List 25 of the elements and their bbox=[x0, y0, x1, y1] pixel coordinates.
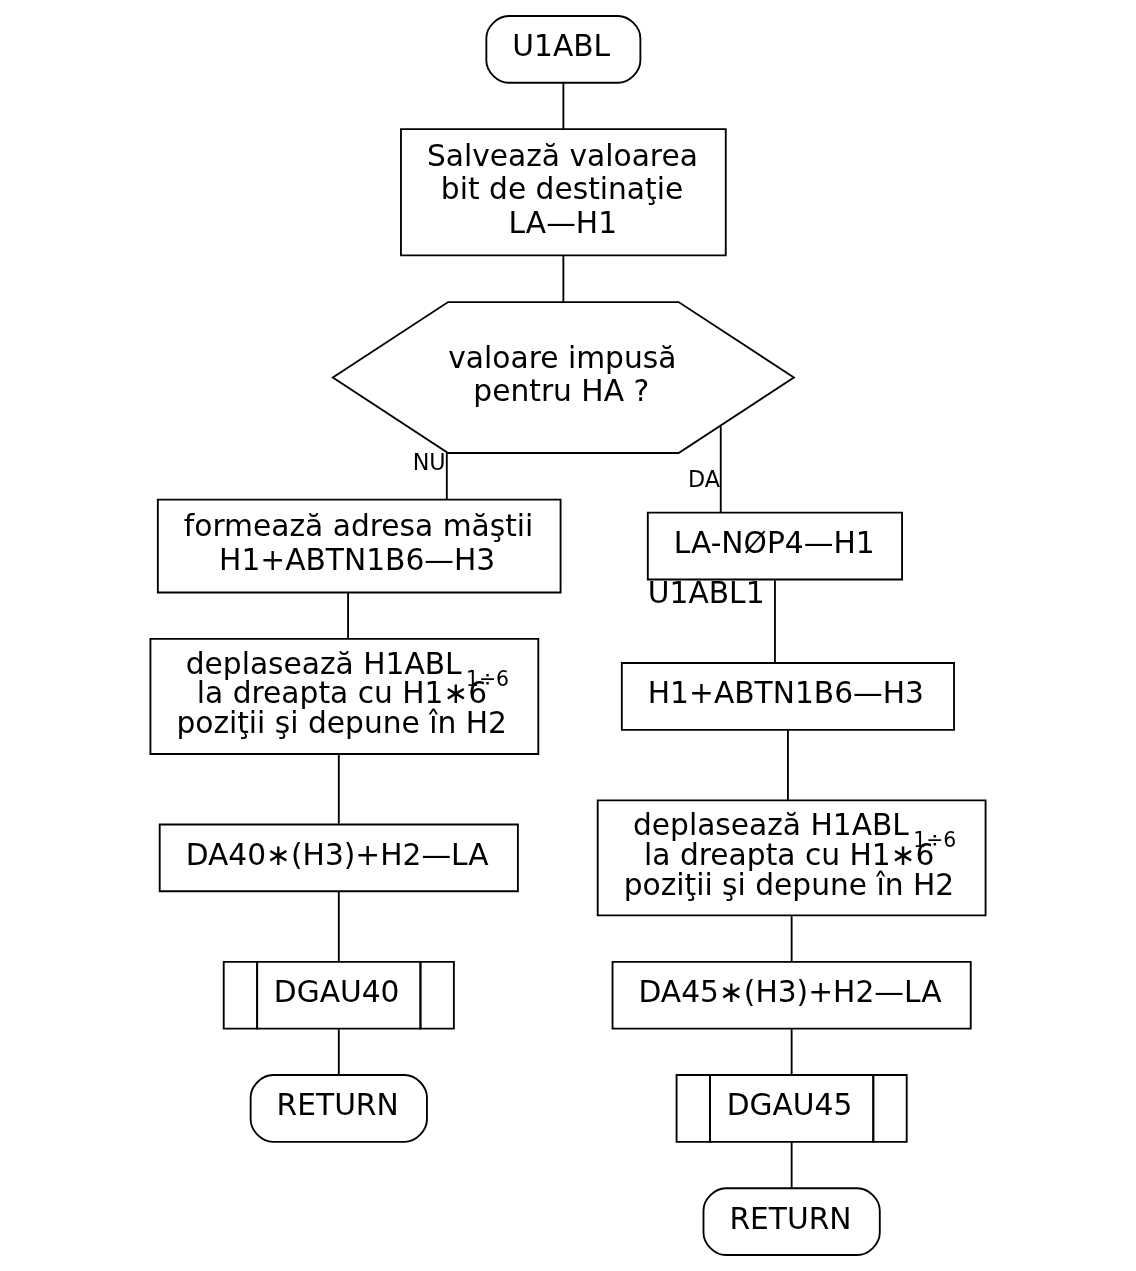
node-box: deplasează H1ABL$_{1÷6}$ la dreapta cu H1∗6 poziţii şi depune în H2 bbox=[149, 637, 540, 755]
node-box: RETURN bbox=[249, 1074, 428, 1143]
connector bbox=[445, 451, 448, 501]
node-box: DA45∗(H3)+H2—LA bbox=[611, 960, 972, 1030]
connector bbox=[774, 579, 776, 664]
node-box: DA40∗(H3)+H2—LA bbox=[158, 823, 519, 893]
connector bbox=[347, 591, 349, 640]
edge-label: DA bbox=[688, 466, 721, 493]
connector bbox=[562, 82, 565, 130]
connector bbox=[719, 425, 722, 514]
node-box: formează adresa măştii H1+ABTN1B6—H3 bbox=[156, 498, 562, 594]
node-box: LA-NØP4—H1 bbox=[646, 511, 903, 581]
node-box: RETURN bbox=[702, 1187, 881, 1256]
connector bbox=[562, 254, 565, 303]
connector bbox=[790, 1141, 793, 1189]
node-box: deplasează H1ABL$_{1÷6}$ la dreapta cu H1∗6 poziţii şi depune în H2 bbox=[596, 799, 987, 917]
connector bbox=[337, 1028, 340, 1076]
connector bbox=[337, 753, 340, 825]
node-box: Salvează valoarea bit de destinaţie LA—H1 bbox=[400, 128, 727, 257]
connector bbox=[337, 890, 340, 963]
connector bbox=[790, 915, 793, 963]
connector bbox=[787, 728, 789, 802]
connector bbox=[790, 1028, 793, 1076]
node-box: U1ABL bbox=[485, 15, 642, 84]
node-box: H1+ABTN1B6—H3 bbox=[620, 662, 955, 731]
